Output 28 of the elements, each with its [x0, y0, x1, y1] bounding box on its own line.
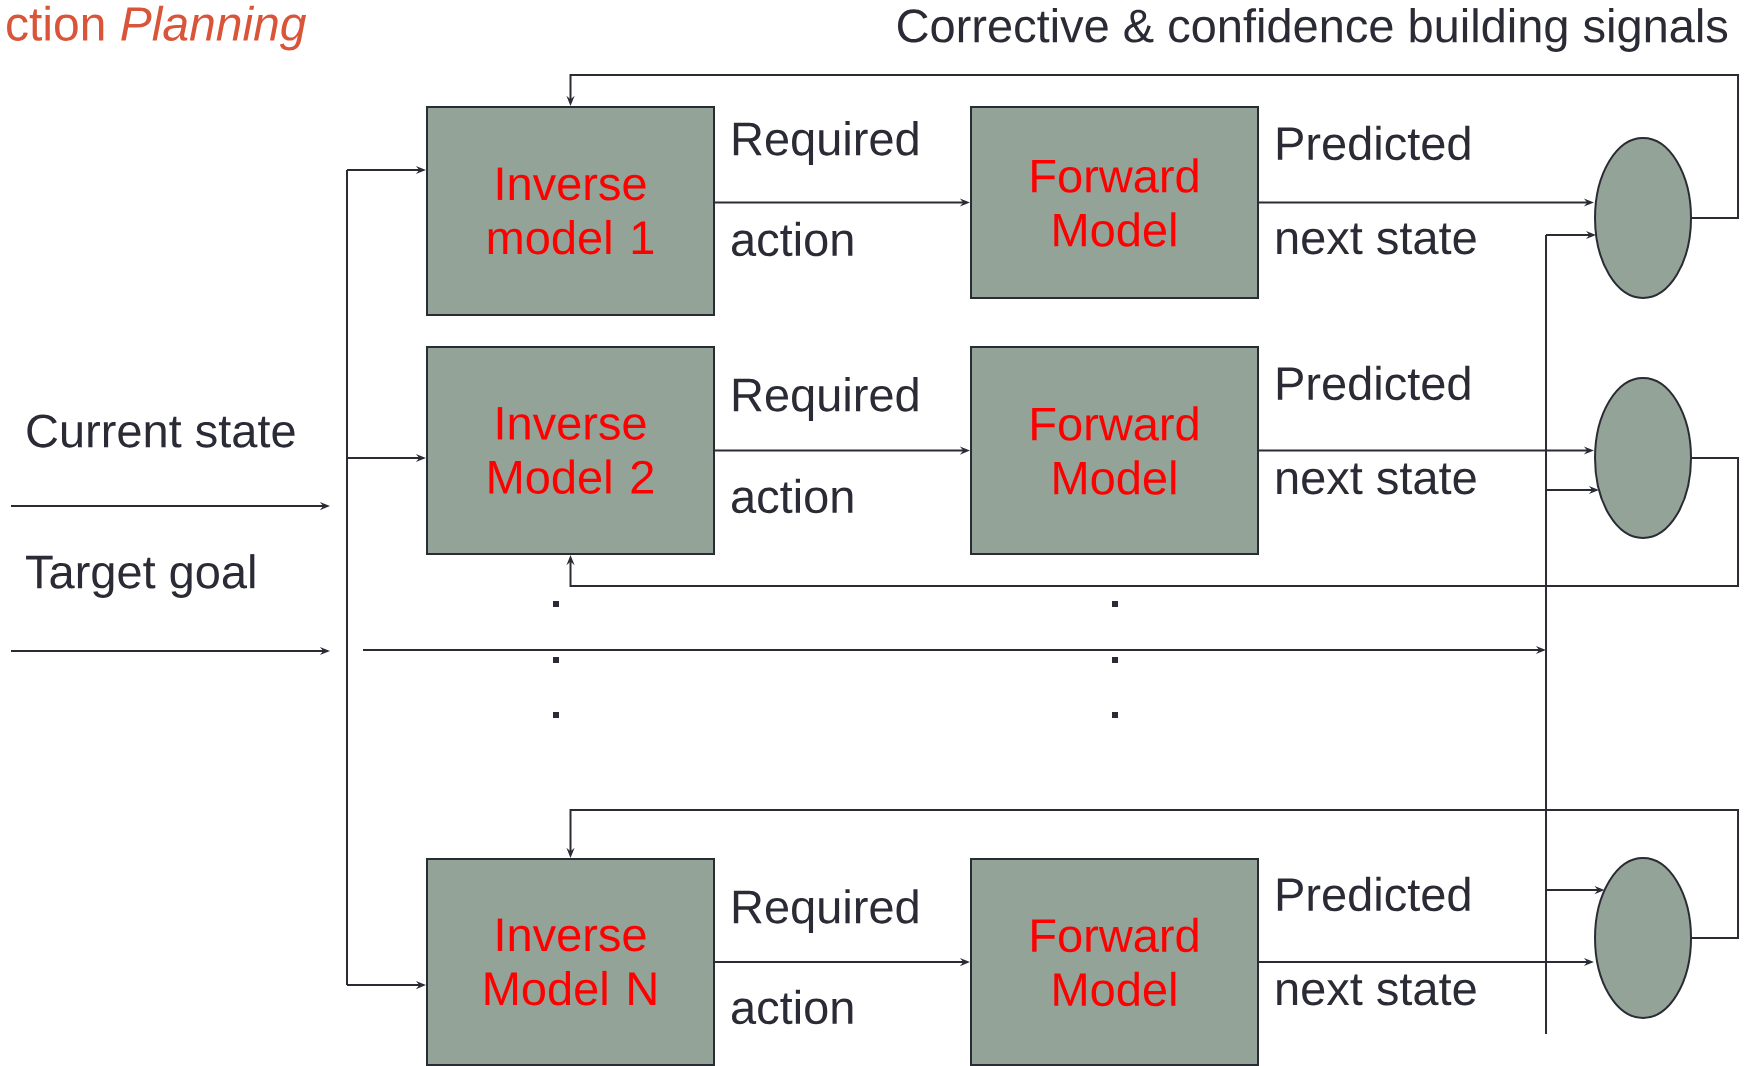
signal-label: Required — [733, 377, 918, 421]
signal-label: Predicted — [1277, 876, 1470, 912]
bus-line — [346, 169, 348, 986]
signal-label: next state — [1277, 463, 1476, 495]
input-label: Target goal — [26, 554, 255, 598]
signal-label: next state — [1277, 974, 1476, 1006]
model-box: Inverse Model N — [426, 858, 715, 1066]
slide-title: ction Planning — [7, 5, 307, 51]
comparator-ellipse — [1594, 377, 1692, 539]
signal-label: action — [732, 989, 853, 1025]
signal-label: Predicted — [1277, 365, 1470, 401]
bus-line — [1545, 234, 1547, 1035]
signal-label: Predicted — [1277, 125, 1470, 161]
comparator-ellipse — [1594, 857, 1692, 1019]
model-box: Inverse model 1 — [426, 106, 715, 316]
signal-label: next state — [1277, 223, 1476, 255]
model-box: Forward Model — [970, 346, 1259, 555]
model-box: Forward Model — [970, 858, 1259, 1066]
signal-label: action — [732, 478, 853, 514]
signal-label: Required — [733, 889, 918, 933]
signal-label: action — [732, 221, 853, 257]
model-box: Forward Model — [970, 106, 1259, 299]
arrow — [566, 457, 1739, 587]
signal-label: Required — [733, 121, 918, 165]
model-box: Inverse Model 2 — [426, 346, 715, 555]
comparator-ellipse — [1594, 137, 1692, 299]
input-label: Current state — [27, 414, 295, 448]
signal-label: Corrective & confidence building signals — [898, 8, 1728, 52]
